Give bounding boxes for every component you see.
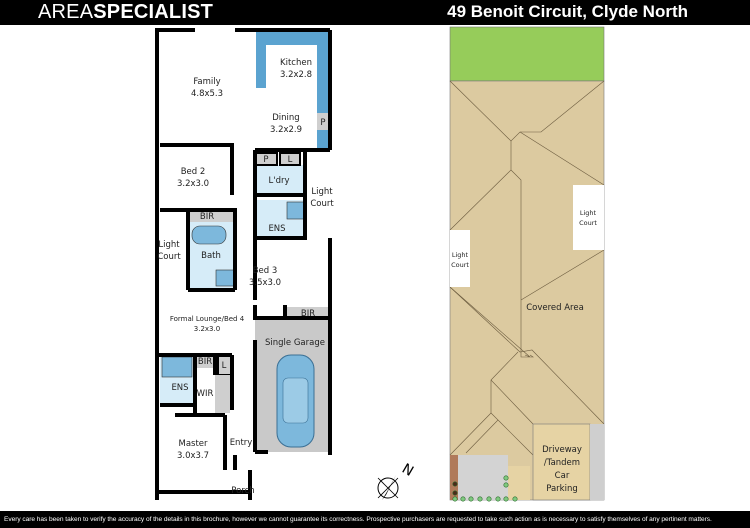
robe	[285, 307, 330, 318]
bath-label: Bath	[201, 251, 221, 261]
bathtub-icon	[191, 225, 227, 245]
light-court-label: Court	[310, 199, 334, 209]
family-size: 4.8x5.3	[191, 89, 223, 99]
driveway-label: /Tandem	[544, 458, 580, 468]
dining-size: 3.2x2.9	[270, 125, 302, 135]
shower-icon	[161, 356, 193, 378]
wir-shelf	[215, 375, 230, 413]
light-court-label: Court	[579, 219, 597, 227]
floor-plan	[155, 28, 332, 500]
gravel-strip	[590, 424, 604, 500]
site-plan: Light Court Light Court Covered Area Dri…	[449, 26, 605, 502]
shrubs	[452, 475, 518, 502]
driveway-label: Parking	[546, 484, 578, 494]
kitchen-size: 3.2x2.8	[280, 70, 312, 80]
linen-cupboard	[279, 152, 301, 166]
driveway-label: Driveway	[542, 445, 582, 455]
lounge-size: 3.2x3.0	[194, 325, 220, 333]
shower-icon	[286, 201, 305, 220]
light-court-label: Light	[311, 187, 333, 197]
robe	[195, 355, 215, 368]
roof-lines	[449, 80, 605, 456]
compass-icon: N	[377, 461, 416, 500]
light-court-label: Light	[158, 240, 180, 250]
linen-label: L	[222, 361, 227, 371]
dining-label: Dining	[272, 113, 299, 123]
linen-label: L	[288, 155, 293, 165]
bed3-size: 3.5x3.0	[249, 278, 281, 288]
light-court-label: Court	[451, 261, 469, 269]
covered-area-label: Covered Area	[526, 303, 584, 313]
light-court	[450, 230, 470, 287]
lounge-label: Formal Lounge/Bed 4	[170, 315, 245, 323]
driveway	[532, 423, 591, 501]
property-address: 49 Benoit Circuit, Clyde North	[447, 2, 688, 21]
kitchen-label: Kitchen	[280, 58, 312, 68]
robe	[188, 210, 235, 222]
gravel-garden	[458, 455, 508, 500]
light-court-label: Court	[157, 252, 181, 262]
ensuite-label: ENS	[171, 383, 188, 393]
walls	[155, 28, 332, 500]
pantry-label: P	[320, 118, 325, 128]
family-label: Family	[193, 77, 220, 87]
car-roof	[282, 377, 309, 424]
pantry-label: P	[263, 155, 268, 165]
laundry-area	[255, 165, 305, 193]
light-court-label: Light	[580, 209, 597, 217]
disclaimer-footer: Every care has been taken to verify the …	[0, 511, 750, 528]
driveway-label: Car	[555, 471, 570, 481]
master-size: 3.0x3.7	[177, 451, 209, 461]
master-label: Master	[178, 439, 208, 449]
bed3-label: Bed 3	[253, 266, 278, 276]
light-court-label: Light	[452, 251, 469, 259]
bir-label: BIR	[200, 212, 214, 222]
pantry-cupboard	[317, 113, 329, 130]
shower-icon	[215, 269, 235, 287]
light-court	[573, 185, 604, 250]
ensuite-label: ENS	[268, 224, 285, 234]
wir-label: WIR	[197, 389, 214, 399]
porch-label: Porch	[231, 486, 254, 496]
bed2-label: Bed 2	[181, 167, 206, 177]
garage-label: Single Garage	[265, 338, 325, 348]
brand-logo: AREASPECIALIST	[38, 1, 214, 23]
garden-bed	[450, 455, 458, 500]
path	[508, 466, 530, 500]
laundry-label: L'dry	[269, 176, 290, 186]
header-bar: AREASPECIALIST 49 Benoit Circuit, Clyde …	[0, 0, 750, 25]
lawn	[449, 26, 605, 82]
bir-label: BIR	[198, 357, 212, 367]
north-label: N	[399, 461, 416, 480]
entry-label: Entry	[230, 438, 253, 448]
bir-label: BIR	[301, 309, 315, 319]
bed2-size: 3.2x3.0	[177, 179, 209, 189]
